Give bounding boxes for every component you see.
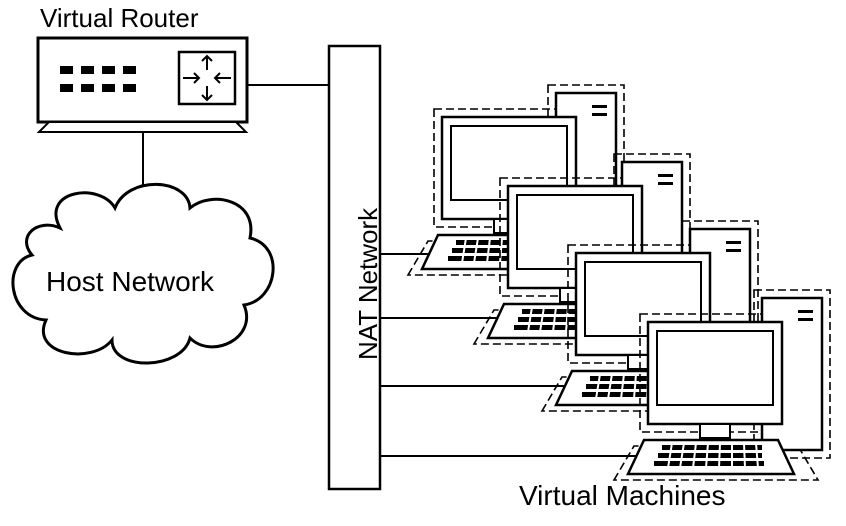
router-label: Virtual Router [40,3,199,33]
cloud-icon [11,182,275,365]
virtual-machines-label: Virtual Machines [519,480,726,511]
nat-network-bar [327,44,382,491]
router-icon [36,36,249,133]
router-ports [60,66,136,92]
router-arrows-icon [177,50,237,106]
host-network-label: Host Network [46,266,215,297]
nat-network-label: NAT Network [353,207,383,360]
